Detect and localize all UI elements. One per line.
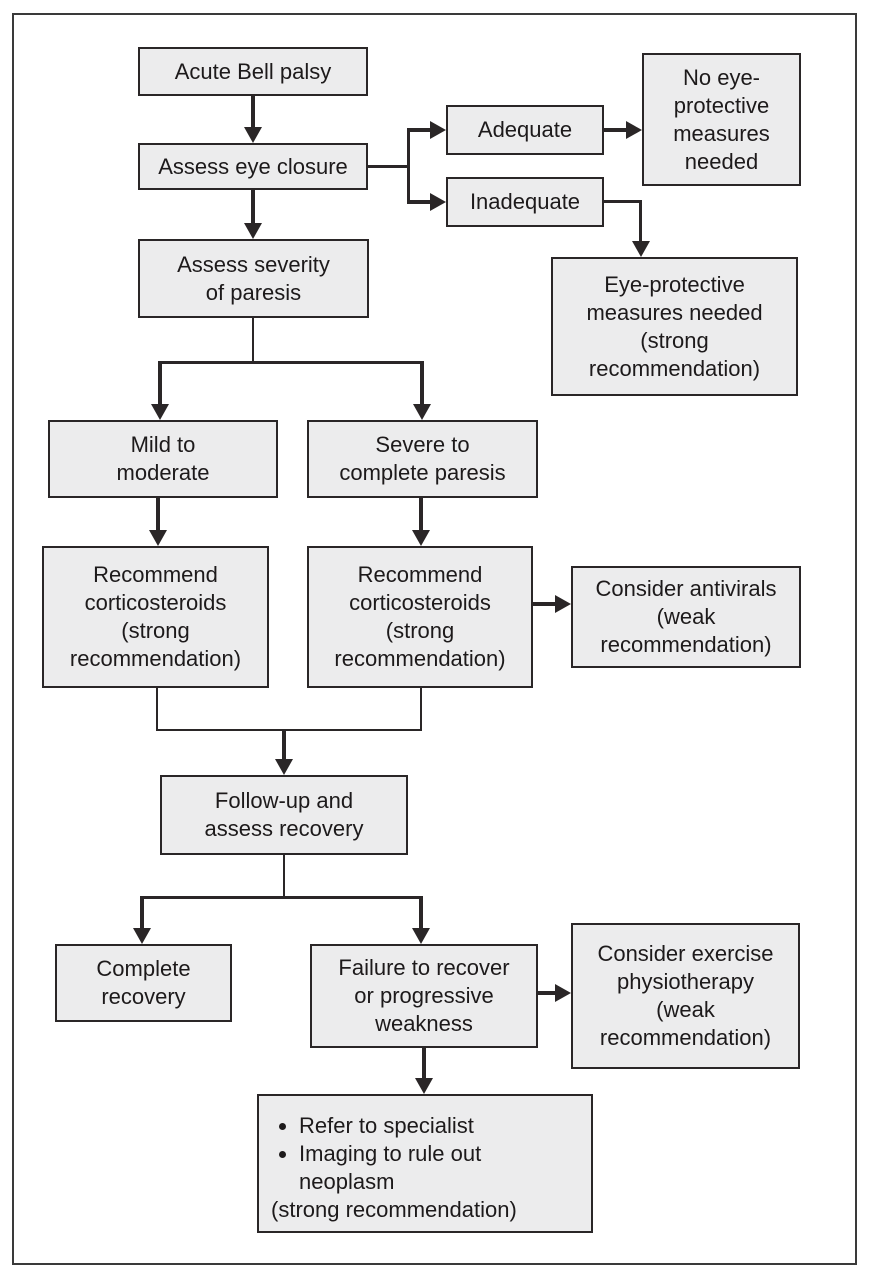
connector-merge-h — [156, 729, 422, 731]
connector-cortico-to-antivirals — [533, 602, 555, 606]
node-adequate: Adequate — [446, 105, 604, 155]
arrowhead-mild-to-cortico — [149, 530, 167, 546]
connector-followup-stem — [283, 855, 285, 898]
node-complete-recovery: Complete recovery — [55, 944, 232, 1022]
connector-assess-eye-branch-h — [368, 165, 410, 168]
arrowhead-adequate-to-no-eye — [626, 121, 642, 139]
connector-branch-to-severe — [420, 361, 424, 404]
connector-cortico-right-stem — [420, 688, 422, 731]
node-severe-to-complete: Severe to complete paresis — [307, 420, 538, 498]
arrowhead-branch-to-mild — [151, 404, 169, 420]
node-assess-severity: Assess severity of paresis — [138, 239, 369, 318]
refer-bullet-item: Imaging to rule out neoplasm — [299, 1140, 581, 1196]
arrowhead-branch-to-severe — [413, 404, 431, 420]
refer-bullet-item: Refer to specialist — [299, 1112, 581, 1140]
node-consider-physiotherapy: Consider exercise physiotherapy (weak re… — [571, 923, 800, 1069]
connector-severe-to-cortico — [419, 498, 423, 530]
arrowhead-acute-to-assess-eye — [244, 127, 262, 143]
connector-adequate-to-no-eye — [604, 128, 626, 132]
arrowhead-failure-to-physio — [555, 984, 571, 1002]
arrowhead-severe-to-cortico — [412, 530, 430, 546]
node-corticosteroids-left: Recommend corticosteroids (strong recomm… — [42, 546, 269, 688]
connector-branch-to-inadequate — [410, 200, 430, 204]
node-follow-up: Follow-up and assess recovery — [160, 775, 408, 855]
refer-bullet-list: Refer to specialist Imaging to rule out … — [271, 1112, 581, 1196]
node-inadequate: Inadequate — [446, 177, 604, 227]
connector-severity-stem — [252, 318, 254, 362]
connector-branch-to-adequate — [410, 128, 430, 132]
connector-merge-to-followup — [282, 731, 286, 759]
figure-border — [12, 13, 857, 1265]
connector-assess-eye-branch-v — [407, 128, 410, 204]
arrowhead-branch-to-failure — [412, 928, 430, 944]
connector-acute-to-assess-eye — [251, 96, 255, 127]
arrowhead-assess-eye-to-severity — [244, 223, 262, 239]
arrowhead-cortico-to-antivirals — [555, 595, 571, 613]
node-eye-protective-needed: Eye-protective measures needed (strong r… — [551, 257, 798, 396]
node-acute-bell-palsy: Acute Bell palsy — [138, 47, 368, 96]
node-failure-to-recover: Failure to recover or progressive weakne… — [310, 944, 538, 1048]
arrowhead-merge-to-followup — [275, 759, 293, 775]
node-assess-eye-closure: Assess eye closure — [138, 143, 368, 190]
connector-cortico-left-stem — [156, 688, 158, 731]
arrowhead-failure-to-refer — [415, 1078, 433, 1094]
connector-assess-eye-to-severity — [251, 190, 255, 223]
node-refer-specialist: Refer to specialist Imaging to rule out … — [257, 1094, 593, 1233]
connector-inadequate-elbow-h — [604, 200, 642, 203]
connector-mild-to-cortico — [156, 498, 160, 530]
arrowhead-branch-to-inadequate — [430, 193, 446, 211]
refer-note: (strong recommendation) — [271, 1197, 517, 1222]
arrowhead-branch-to-adequate — [430, 121, 446, 139]
node-no-eye-protective: No eye- protective measures needed — [642, 53, 801, 186]
connector-severity-branch-h — [158, 361, 424, 364]
node-corticosteroids-right: Recommend corticosteroids (strong recomm… — [307, 546, 533, 688]
connector-failure-to-physio — [538, 991, 556, 995]
connector-followup-branch-h — [140, 896, 423, 899]
arrowhead-branch-to-complete — [133, 928, 151, 944]
arrowhead-inadequate-to-eye-needed — [632, 241, 650, 257]
connector-branch-to-mild — [158, 361, 162, 404]
connector-failure-to-refer — [422, 1048, 426, 1078]
node-mild-to-moderate: Mild to moderate — [48, 420, 278, 498]
connector-branch-to-failure — [419, 896, 423, 928]
node-consider-antivirals: Consider antivirals (weak recommendation… — [571, 566, 801, 668]
connector-branch-to-complete — [140, 896, 144, 928]
connector-inadequate-elbow-v — [639, 200, 642, 241]
